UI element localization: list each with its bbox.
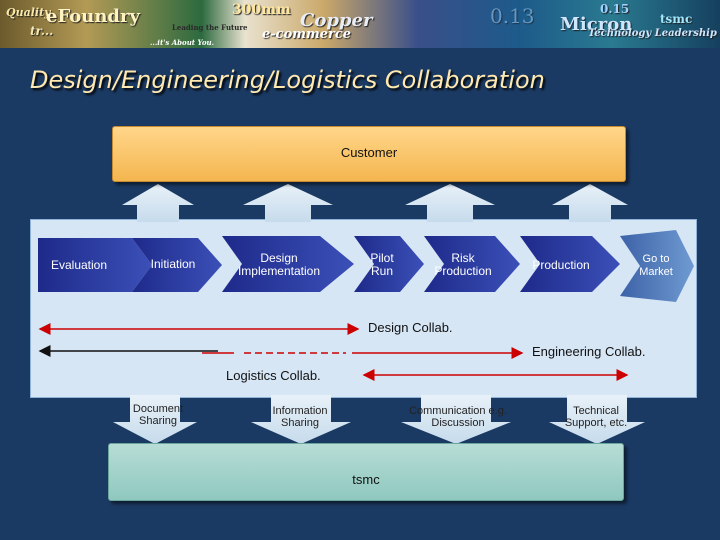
banner-text-tr: tr...	[30, 24, 54, 38]
label-design-implementation: Design Implementation	[237, 251, 321, 278]
banner-text-efoundry: eFoundry	[46, 6, 140, 27]
tsmc-label: tsmc	[352, 472, 380, 487]
label-communication: Communication e.g. Discussion	[409, 405, 507, 429]
tsmc-box: tsmc	[108, 443, 624, 501]
down-arrow-4	[549, 395, 645, 444]
process-step-production	[520, 236, 620, 292]
banner-text-quality: Quality	[6, 6, 51, 19]
customer-box: Customer	[112, 126, 626, 182]
header-banner: Quality eFoundry tr... 300mm Copper e-co…	[0, 0, 720, 48]
label-go-to-market: Go to Market	[639, 253, 673, 278]
up-arrow-1	[122, 184, 194, 222]
up-arrow-3	[405, 184, 495, 222]
label-document-sharing: Document Sharing	[132, 403, 184, 427]
banner-text-micron: Micron	[560, 14, 633, 35]
banner-text-tsmc: tsmc	[660, 12, 693, 26]
label-initiation: Initiation	[150, 257, 196, 271]
label-pilot-run: Pilot Run	[370, 251, 394, 278]
process-step-pilot-run	[354, 236, 424, 292]
process-step-go-to-market	[620, 230, 694, 302]
process-step-design-impl	[222, 236, 354, 292]
label-evaluation: Evaluation	[50, 258, 108, 272]
banner-text-leading: Leading the Future	[172, 23, 248, 32]
down-arrow-2	[251, 395, 351, 444]
process-step-risk-production	[424, 236, 520, 292]
label-technical-support: Technical Support, etc.	[564, 405, 628, 429]
banner-text-about-you: ...it's About You.	[150, 38, 215, 47]
label-information-sharing: Information Sharing	[272, 405, 328, 429]
banner-text-copper: Copper	[300, 10, 373, 31]
engineering-collab-label: Engineering Collab.	[532, 344, 646, 359]
up-arrow-4	[552, 184, 628, 222]
banner-text-ecommerce: e-commerce	[262, 27, 352, 42]
banner-text-tech-leadership: Technology Leadership	[588, 28, 717, 39]
banner-text-015: 0.15	[600, 2, 630, 16]
customer-label: Customer	[340, 145, 398, 160]
label-risk-production: Risk Production	[434, 251, 492, 278]
down-arrow-1	[113, 395, 197, 444]
process-step-evaluation	[38, 238, 152, 292]
down-arrow-3	[401, 395, 511, 444]
process-step-initiation	[132, 238, 222, 292]
up-arrow-2	[243, 184, 333, 222]
logistics-collab-label: Logistics Collab.	[226, 368, 321, 383]
banner-text-300mm: 300mm	[232, 2, 291, 18]
slide-title: Design/Engineering/Logistics Collaborati…	[30, 66, 545, 94]
design-collab-label: Design Collab.	[368, 320, 453, 335]
label-production: Production	[532, 258, 590, 272]
banner-text-013: 0.13	[490, 4, 535, 28]
